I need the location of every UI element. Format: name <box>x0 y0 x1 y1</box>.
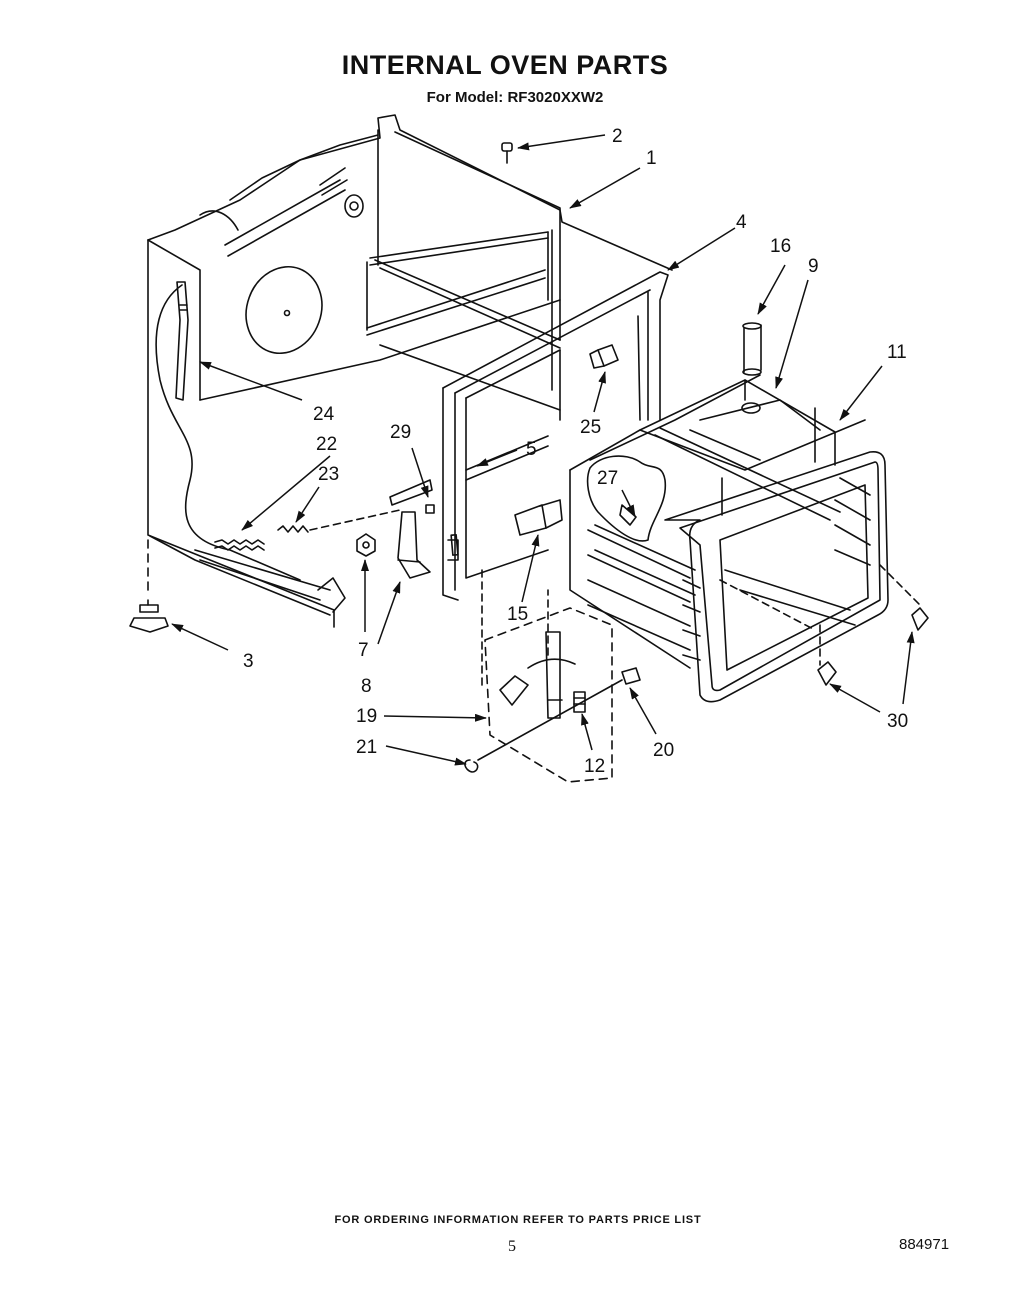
callout-22: 22 <box>316 434 337 455</box>
callout-16: 16 <box>770 236 791 257</box>
leader-lines <box>171 134 915 766</box>
callout-29: 29 <box>390 422 411 443</box>
callout-2: 2 <box>612 126 623 147</box>
callout-11: 11 <box>887 342 907 363</box>
front-frame <box>442 271 669 601</box>
oven-chassis <box>129 114 673 633</box>
callout-30: 30 <box>887 711 908 732</box>
document-number: 884971 <box>899 1236 950 1253</box>
callout-19: 19 <box>356 706 377 727</box>
exploded-parts-diagram: 2 1 4 16 9 11 24 25 29 22 5 23 27 15 7 3… <box>129 114 929 783</box>
callout-9: 9 <box>808 256 819 277</box>
callout-21: 21 <box>356 737 377 758</box>
callout-3: 3 <box>243 651 254 672</box>
callout-23: 23 <box>318 464 339 485</box>
model-subtitle: For Model: RF3020XXW2 <box>426 89 604 106</box>
part-callouts: 2 1 4 16 9 11 24 25 29 22 5 23 27 15 7 3… <box>243 126 908 777</box>
callout-5: 5 <box>526 439 537 460</box>
page-number: 5 <box>508 1238 516 1255</box>
ordering-note: FOR ORDERING INFORMATION REFER TO PARTS … <box>334 1214 702 1226</box>
callout-24: 24 <box>313 404 335 425</box>
latch-assembly <box>356 142 641 783</box>
oven-cavity <box>569 322 929 703</box>
callout-4: 4 <box>736 212 747 233</box>
callout-8: 8 <box>361 676 372 697</box>
callout-12: 12 <box>584 756 605 777</box>
page-title: INTERNAL OVEN PARTS <box>341 50 669 80</box>
callout-25: 25 <box>580 417 601 438</box>
callout-15: 15 <box>507 604 528 625</box>
callout-1: 1 <box>646 148 657 169</box>
callout-20: 20 <box>653 740 674 761</box>
callout-7: 7 <box>358 640 369 661</box>
callout-27: 27 <box>597 468 618 489</box>
